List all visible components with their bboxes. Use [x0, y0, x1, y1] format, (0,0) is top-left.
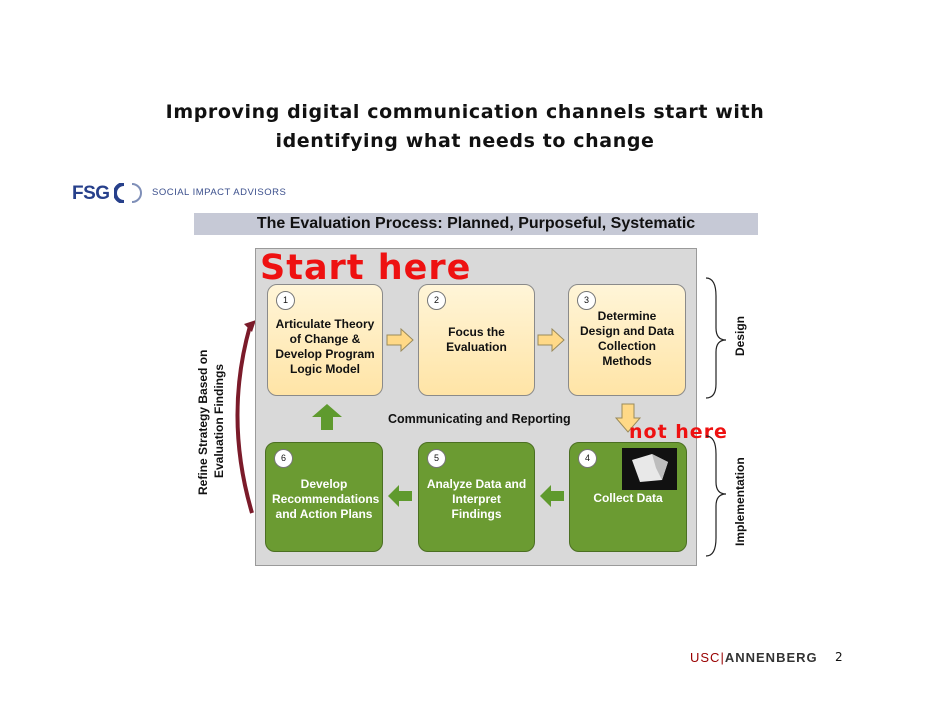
- start-here-annotation: Start here: [260, 248, 472, 288]
- step-6-box: 6 Develop Recommendations and Action Pla…: [265, 442, 383, 552]
- phase-brackets: [705, 277, 727, 557]
- arrow-right-icon: [537, 328, 565, 352]
- arrow-up-icon: [312, 404, 342, 430]
- fsg-logo-icon: [114, 183, 142, 203]
- diagram-banner-title: The Evaluation Process: Planned, Purpose…: [256, 215, 696, 232]
- step-4-number: 4: [578, 449, 597, 468]
- refine-strategy-label-2: Evaluation Findings: [212, 363, 226, 478]
- arrow-down-icon: [614, 403, 642, 433]
- step-5-label: Analyze Data and Interpret Findings: [426, 477, 527, 521]
- step-3-number: 3: [577, 291, 596, 310]
- step-2-label: Focus the Evaluation: [446, 325, 507, 354]
- implementation-phase-label: Implementation: [733, 457, 747, 546]
- step-3-box: 3 Determine Design and Data Collection M…: [568, 284, 686, 396]
- page-number: 2: [835, 650, 843, 664]
- step-5-number: 5: [427, 449, 446, 468]
- step-2-box: 2 Focus the Evaluation: [418, 284, 535, 396]
- step-4-box: 4 Collect Data: [569, 442, 687, 552]
- annenberg-logo-text: ANNENBERG: [724, 650, 818, 665]
- step-1-box: 1 Articulate Theory of Change & Develop …: [267, 284, 383, 396]
- step-3-label: Determine Design and Data Collection Met…: [579, 309, 675, 368]
- not-here-annotation: not here: [629, 421, 728, 443]
- communicating-reporting-label: Communicating and Reporting: [388, 412, 571, 426]
- refine-strategy-label-1: Refine Strategy Based on: [196, 349, 210, 495]
- fsg-tagline: SOCIAL IMPACT ADVISORS: [152, 187, 287, 198]
- fsg-logo-text: FSG: [72, 183, 110, 204]
- slide-title: Improving digital communication channels…: [165, 101, 765, 152]
- data-collection-thumbnail-image: [622, 448, 677, 490]
- step-6-number: 6: [274, 449, 293, 468]
- step-2-number: 2: [427, 291, 446, 310]
- step-6-label: Develop Recommendations and Action Plans: [272, 477, 380, 521]
- usc-annenberg-logo: USC|ANNENBERG: [690, 650, 818, 665]
- diagram-banner-bg: [194, 213, 758, 235]
- step-5-box: 5 Analyze Data and Interpret Findings: [418, 442, 535, 552]
- usc-logo-text: USC: [690, 650, 721, 665]
- step-4-label: Collect Data: [593, 491, 663, 505]
- arrow-left-icon: [388, 485, 412, 507]
- design-phase-label: Design: [733, 315, 747, 356]
- step-1-label: Articulate Theory of Change & Develop Pr…: [275, 317, 375, 376]
- step-1-number: 1: [276, 291, 295, 310]
- arrow-left-icon: [540, 485, 564, 507]
- refine-cycle-arrow-icon: [235, 320, 256, 514]
- arrow-right-icon: [386, 328, 414, 352]
